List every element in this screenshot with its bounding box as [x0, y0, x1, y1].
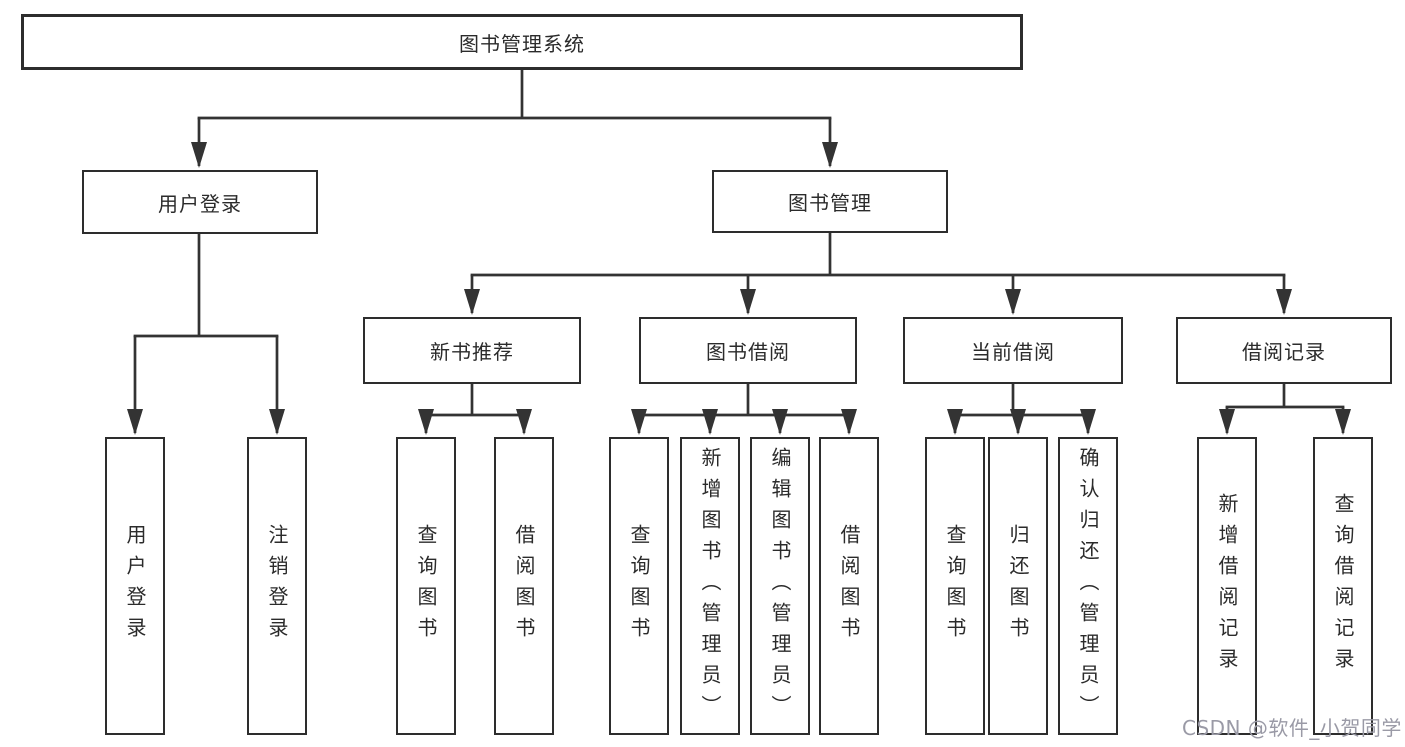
leaf-confirm-return-admin: 确认归还（管理员）	[1058, 437, 1118, 735]
leaf-logout: 注销登录	[247, 437, 307, 735]
leaf-query-books-2: 查询图书	[609, 437, 669, 735]
node-label: 借阅图书	[512, 524, 536, 648]
node-label: 查询图书	[414, 524, 438, 648]
node-library-management-system: 图书管理系统	[21, 14, 1023, 70]
node-label: 用户登录	[123, 524, 147, 648]
node-label: 新书推荐	[430, 340, 514, 364]
node-label: 新增图书（管理员）	[698, 446, 722, 726]
node-book-management: 图书管理	[712, 170, 948, 233]
leaf-add-books-admin: 新增图书（管理员）	[680, 437, 740, 735]
leaf-query-books-3: 查询图书	[925, 437, 985, 735]
node-label: 编辑图书（管理员）	[768, 446, 792, 726]
node-current-borrowing: 当前借阅	[903, 317, 1123, 384]
node-label: 图书管理	[788, 191, 872, 215]
leaf-borrow-books-2: 借阅图书	[819, 437, 879, 735]
leaf-add-borrow-record: 新增借阅记录	[1197, 437, 1257, 735]
node-label: 图书借阅	[706, 340, 790, 364]
node-label: 当前借阅	[971, 340, 1055, 364]
leaf-return-books: 归还图书	[988, 437, 1048, 735]
node-borrowing-records: 借阅记录	[1176, 317, 1392, 384]
node-label: 归还图书	[1006, 524, 1030, 648]
node-label: 用户登录	[158, 191, 242, 216]
leaf-borrow-books-1: 借阅图书	[494, 437, 554, 735]
leaf-edit-books-admin: 编辑图书（管理员）	[750, 437, 810, 735]
node-label: 查询图书	[627, 524, 651, 648]
node-book-borrowing: 图书借阅	[639, 317, 857, 384]
leaf-query-borrow-record: 查询借阅记录	[1313, 437, 1373, 735]
node-user-login: 用户登录	[82, 170, 318, 234]
node-label: 新增借阅记录	[1215, 493, 1239, 679]
node-new-book-recommendation: 新书推荐	[363, 317, 581, 384]
node-label: 借阅记录	[1242, 340, 1326, 364]
node-label: 查询借阅记录	[1331, 493, 1355, 679]
node-label: 确认归还（管理员）	[1076, 446, 1100, 726]
leaf-user-login: 用户登录	[105, 437, 165, 735]
node-label: 查询图书	[943, 524, 967, 648]
csdn-watermark: CSDN @软件_小贺同学	[1182, 716, 1402, 740]
node-label: 借阅图书	[837, 524, 861, 648]
node-label: 图书管理系统	[459, 31, 585, 56]
leaf-query-books-1: 查询图书	[396, 437, 456, 735]
node-label: 注销登录	[265, 524, 289, 648]
